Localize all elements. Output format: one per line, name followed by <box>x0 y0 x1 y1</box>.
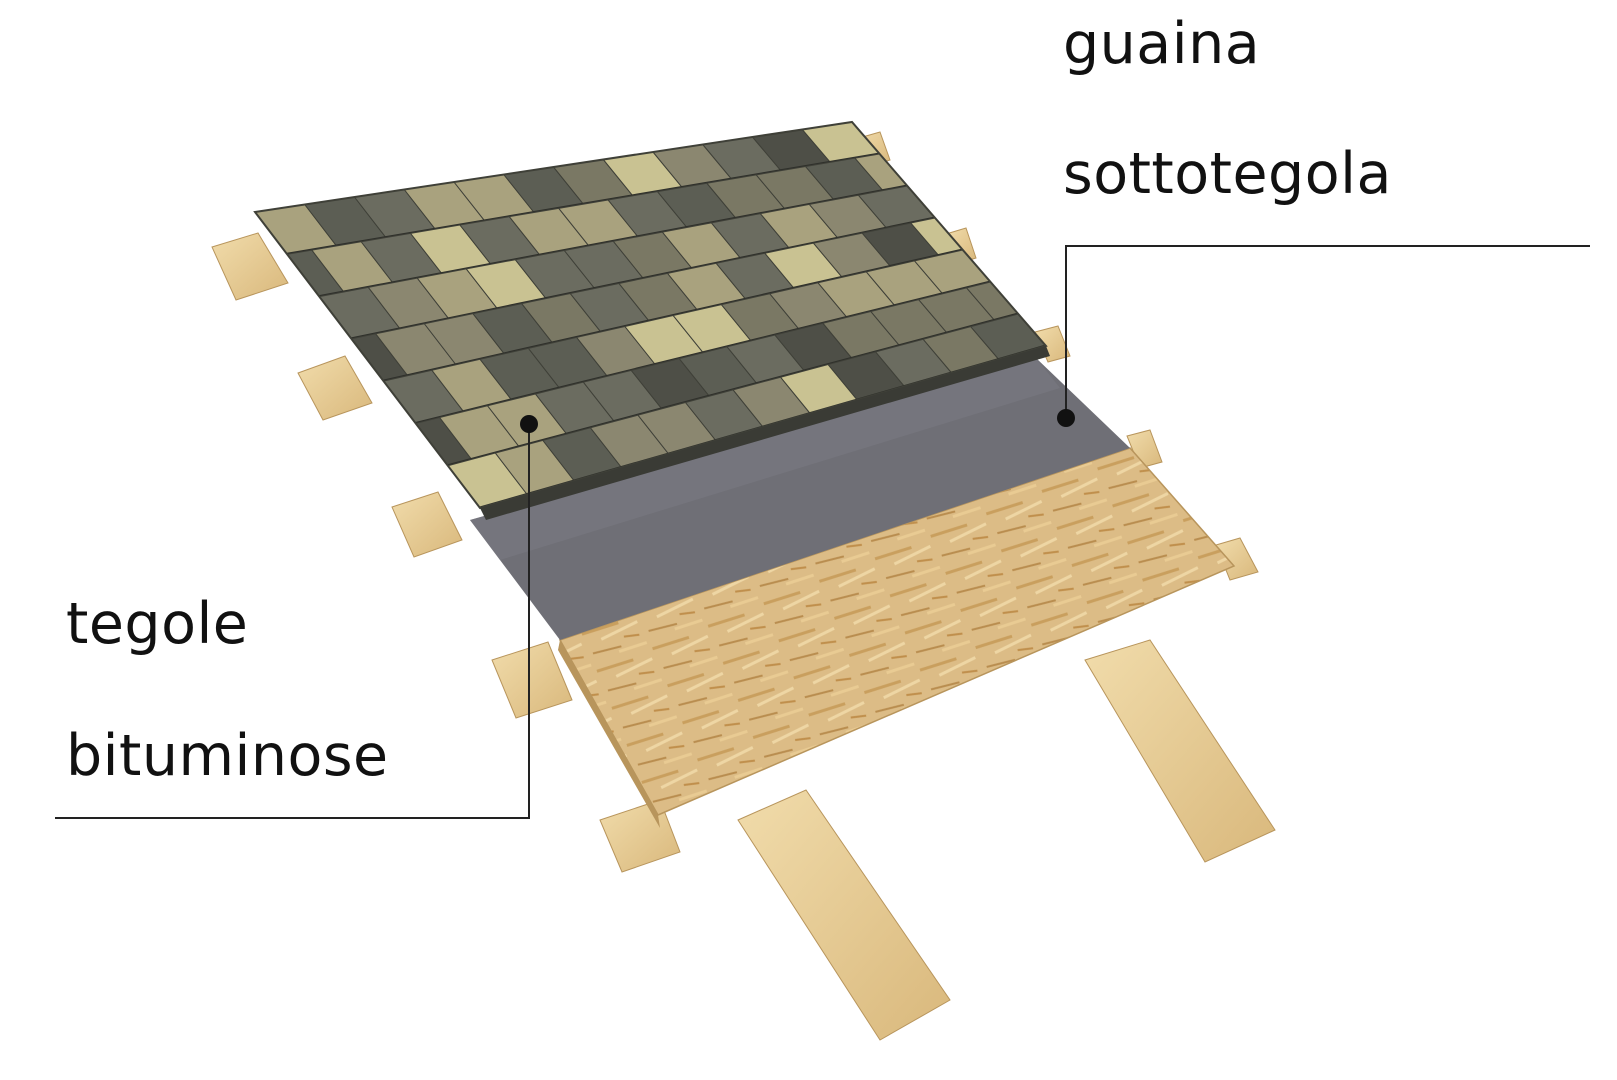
leader-line-underlayment <box>1065 245 1590 418</box>
rafters <box>737 639 1276 1041</box>
underlayment-label-line1: guaina <box>1063 11 1261 77</box>
shingle-bottom-edge <box>480 346 1050 520</box>
leader-line-shingles <box>55 424 530 819</box>
underlayment-label-line2: sottotegola <box>1063 141 1392 207</box>
batten-3 <box>391 491 463 558</box>
underlayment-membrane <box>470 358 1130 640</box>
membrane-sheen <box>470 358 1060 560</box>
rafter-right <box>1084 639 1276 863</box>
batten-5 <box>599 799 681 873</box>
rafter-left <box>737 789 951 1041</box>
shingles-label-line1: tegole <box>66 591 249 657</box>
leader-dot-shingles <box>520 415 538 433</box>
batten-2 <box>297 355 373 421</box>
leader-dot-underlayment <box>1057 409 1075 427</box>
batten-1 <box>211 232 289 301</box>
osb-edge <box>558 640 660 828</box>
membrane-sheet <box>470 358 1130 640</box>
leader-lines <box>55 245 1590 819</box>
shingles-label-line2: bituminose <box>66 723 389 789</box>
